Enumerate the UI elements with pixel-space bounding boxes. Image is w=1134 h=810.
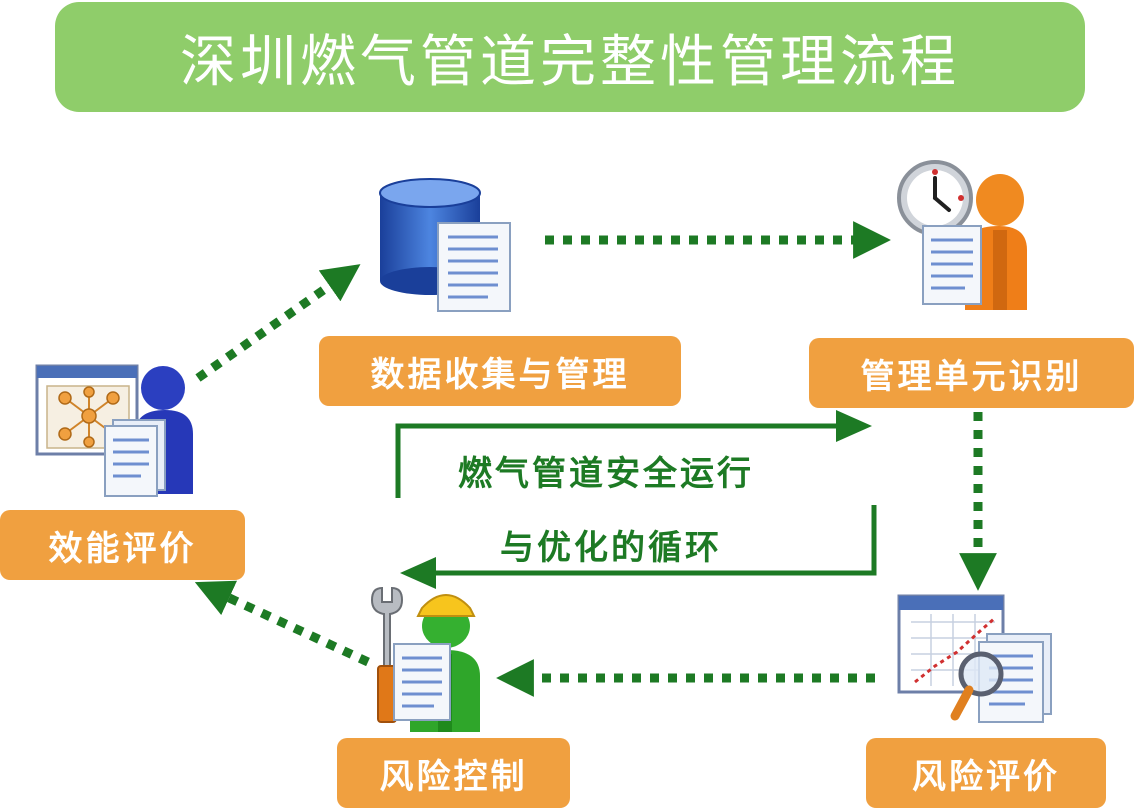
node-risk-assessment-label: 风险评价 xyxy=(912,756,1060,797)
node-performance-evaluation: 效能评价 xyxy=(0,510,245,580)
node-unit-identification-label: 管理单元识别 xyxy=(860,356,1083,397)
node-unit-identification: 管理单元识别 xyxy=(809,338,1134,408)
cycle-text-line1: 燃气管道安全运行 xyxy=(458,454,754,494)
node-data-collection: 数据收集与管理 xyxy=(319,336,681,406)
node-risk-assessment: 风险评价 xyxy=(866,738,1106,808)
node-risk-control-label: 风险控制 xyxy=(379,756,528,797)
page-title: 深圳燃气管道完整性管理流程 xyxy=(180,29,960,95)
database-document-icon xyxy=(379,178,511,312)
node-data-collection-label: 数据收集与管理 xyxy=(370,354,630,395)
node-performance-evaluation-label: 效能评价 xyxy=(48,528,197,569)
node-risk-control: 风险控制 xyxy=(337,738,570,808)
title-banner: 深圳燃气管道完整性管理流程 xyxy=(55,2,1085,112)
worker-wrench-document-icon xyxy=(370,586,480,732)
loop-arrow-top xyxy=(395,423,845,498)
cycle-text-line2: 与优化的循环 xyxy=(500,528,722,568)
chart-magnifier-document-icon xyxy=(897,594,1052,723)
network-person-document-icon xyxy=(35,364,193,497)
arrow-control-to-performance xyxy=(194,580,370,667)
arrow-performance-to-data xyxy=(195,264,361,382)
clock-person-document-icon xyxy=(897,160,1027,310)
loop-arrow-bottom xyxy=(428,505,877,576)
